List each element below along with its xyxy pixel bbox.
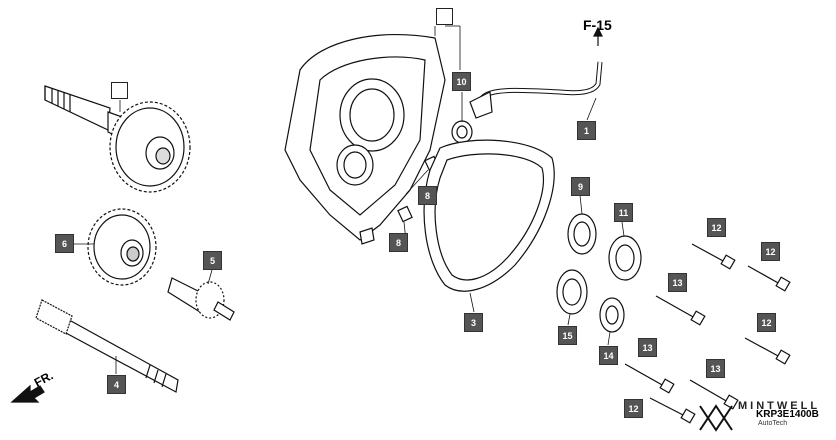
callout-6[interactable]: 6 [55, 234, 74, 253]
callout-12-c[interactable]: 12 [757, 313, 776, 332]
callout-12-d[interactable]: 12 [624, 399, 643, 418]
bearing-9-part [567, 213, 597, 255]
callout-9[interactable]: 9 [571, 177, 590, 196]
reference-box-shaft [111, 82, 128, 99]
callout-10[interactable]: 10 [452, 72, 471, 91]
brand-subtitle: AutoTech [758, 420, 788, 427]
bearing-14-part [599, 297, 625, 333]
callout-8-lower[interactable]: 8 [389, 233, 408, 252]
callout-12-a[interactable]: 12 [707, 218, 726, 237]
callout-14[interactable]: 14 [599, 346, 618, 365]
diagram-code: KRP3E1400B [756, 409, 819, 420]
case-gasket-part [423, 139, 555, 292]
bearing-11-part [608, 235, 642, 281]
breather-tube-part [469, 61, 603, 119]
flange-bolts-part [624, 243, 791, 424]
callout-5[interactable]: 5 [203, 251, 222, 270]
callout-11[interactable]: 11 [614, 203, 633, 222]
callout-8-upper[interactable]: 8 [418, 186, 437, 205]
bearing-15-part [556, 269, 588, 315]
callout-12-b[interactable]: 12 [761, 242, 780, 261]
direction-arrow-icon [593, 26, 603, 46]
final-shaft-gear-part [44, 85, 191, 193]
front-arrow-icon [10, 384, 45, 403]
callout-4[interactable]: 4 [107, 375, 126, 394]
drive-shaft-part [35, 299, 179, 393]
direction-label: F-15 [583, 17, 612, 33]
brand-name: MINTWELL [738, 400, 821, 412]
oil-seal-part [451, 120, 473, 144]
reference-box-case [436, 8, 453, 25]
callout-13-b[interactable]: 13 [638, 338, 657, 357]
callout-1[interactable]: 1 [577, 121, 596, 140]
transmission-case-part [284, 33, 446, 245]
callout-3[interactable]: 3 [464, 313, 483, 332]
drive-pinion-part [167, 277, 235, 321]
callout-15[interactable]: 15 [558, 326, 577, 345]
callout-13-a[interactable]: 13 [668, 273, 687, 292]
counter-gear-part [87, 208, 157, 286]
brand-logo-icon [699, 404, 733, 432]
callout-13-c[interactable]: 13 [706, 359, 725, 378]
